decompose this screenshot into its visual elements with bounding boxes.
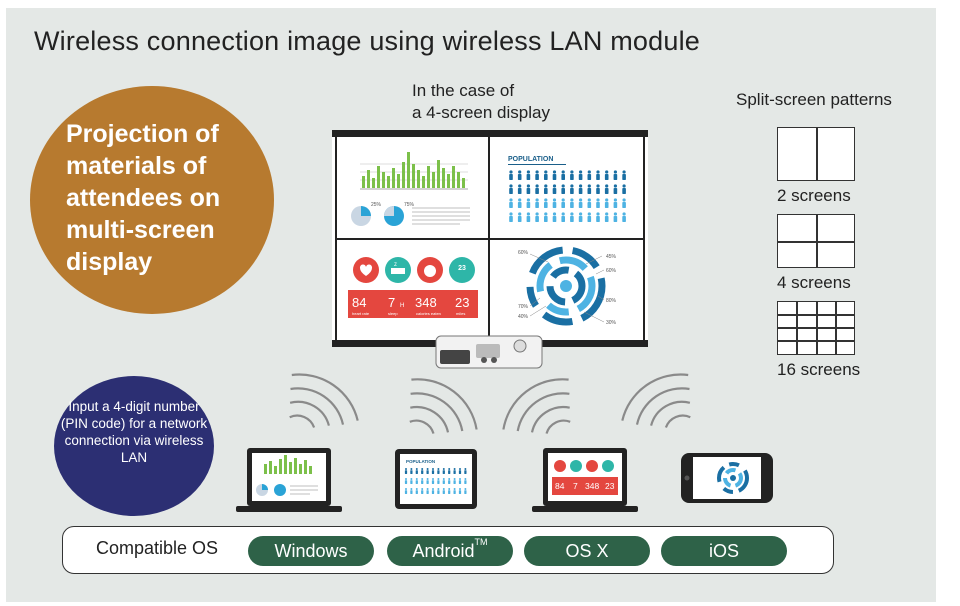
svg-text:z: z bbox=[394, 262, 397, 268]
os-pill-windows-label: Windows bbox=[274, 541, 348, 561]
laptop-stat-heart: 84 bbox=[555, 481, 565, 491]
stat-sleep-unit: H bbox=[400, 303, 404, 309]
case-line-1: In the case of bbox=[412, 81, 515, 100]
pane-radial-chart: 60% 45% 60% 80% 70% 40% 30% bbox=[518, 246, 617, 326]
case-line-2: a 4-screen display bbox=[412, 103, 550, 122]
tablet-population-heading: POPULATION bbox=[406, 459, 435, 464]
pane-health-stats: z 23 84 7 H 348 23 heart rate sleep calo… bbox=[348, 257, 478, 318]
pane-bar-chart: 25% 75% bbox=[351, 152, 470, 226]
laptop-osx-icon: 84 7 348 23 bbox=[532, 448, 638, 512]
stat-miles-label: miles bbox=[456, 311, 465, 316]
os-pill-android: AndroidTM bbox=[387, 536, 513, 566]
os-pill-android-label: Android bbox=[412, 541, 475, 561]
radial-label-1: 60% bbox=[518, 250, 529, 256]
split-pattern-4 bbox=[777, 214, 855, 268]
os-pill-osx: OS X bbox=[524, 536, 650, 566]
os-pill-windows: Windows bbox=[248, 536, 374, 566]
split-label-4: 4 screens bbox=[777, 273, 851, 292]
projection-bubble: Projection of materials of attendees on … bbox=[30, 86, 274, 314]
page-title: Wireless connection image using wireless… bbox=[34, 26, 700, 56]
stat-sleep-value: 7 bbox=[388, 295, 395, 310]
laptop-stat-miles: 23 bbox=[605, 481, 615, 491]
pin-bubble: Input a 4-digit number (PIN code) for a … bbox=[54, 376, 214, 516]
stat-cal-label: calories eaten bbox=[416, 311, 441, 316]
laptop-stat-cal: 348 bbox=[585, 481, 599, 491]
split-pattern-2 bbox=[777, 127, 855, 181]
radial-label-5: 70% bbox=[518, 304, 529, 310]
projection-text: Projection of materials of attendees on … bbox=[66, 120, 221, 276]
wifi-icon-2 bbox=[409, 378, 478, 434]
split-title: Split-screen patterns bbox=[736, 90, 892, 109]
split-label-2: 2 screens bbox=[777, 186, 851, 205]
split-label-16: 16 screens bbox=[777, 360, 861, 379]
split-pattern-16 bbox=[777, 301, 855, 355]
pin-text: Input a 4-digit number (PIN code) for a … bbox=[60, 399, 208, 465]
smartphone-ios-icon bbox=[681, 453, 773, 503]
os-pill-osx-label: OS X bbox=[565, 541, 609, 561]
wifi-icon-1 bbox=[289, 373, 359, 428]
badge-23: 23 bbox=[458, 265, 466, 272]
radial-label-7: 30% bbox=[606, 320, 617, 326]
screen-top-bar bbox=[332, 130, 648, 137]
os-pill-android-tm: TM bbox=[474, 537, 488, 547]
os-pill-ios-label: iOS bbox=[708, 541, 739, 561]
pie-label-75: 75% bbox=[404, 202, 415, 208]
wifi-icon-4 bbox=[621, 373, 691, 428]
wifi-icon-3 bbox=[502, 378, 571, 434]
radial-label-2: 45% bbox=[606, 254, 617, 260]
pane-population: POPULATION bbox=[508, 156, 626, 222]
stat-miles-value: 23 bbox=[455, 295, 469, 310]
radial-label-6: 40% bbox=[518, 314, 529, 320]
stat-heart-label: heart rate bbox=[352, 311, 370, 316]
stat-sleep-label: sleep bbox=[388, 311, 398, 316]
laptop-windows-icon bbox=[236, 448, 342, 512]
laptop-stat-sleep: 7 bbox=[573, 481, 578, 491]
projector-icon bbox=[435, 335, 543, 369]
wireless-waves bbox=[289, 373, 691, 434]
radial-label-4: 80% bbox=[606, 298, 617, 304]
pie-label-25: 25% bbox=[371, 202, 382, 208]
radial-label-3: 60% bbox=[606, 268, 617, 274]
stat-cal-value: 348 bbox=[415, 295, 437, 310]
compatible-os-label: Compatible OS bbox=[96, 538, 219, 558]
os-pill-ios: iOS bbox=[661, 536, 787, 566]
stat-heart-value: 84 bbox=[352, 295, 366, 310]
case-label: In the case of a 4-screen display bbox=[412, 80, 550, 124]
tablet-android-icon: POPULATION bbox=[395, 449, 477, 509]
population-heading: POPULATION bbox=[508, 156, 553, 163]
